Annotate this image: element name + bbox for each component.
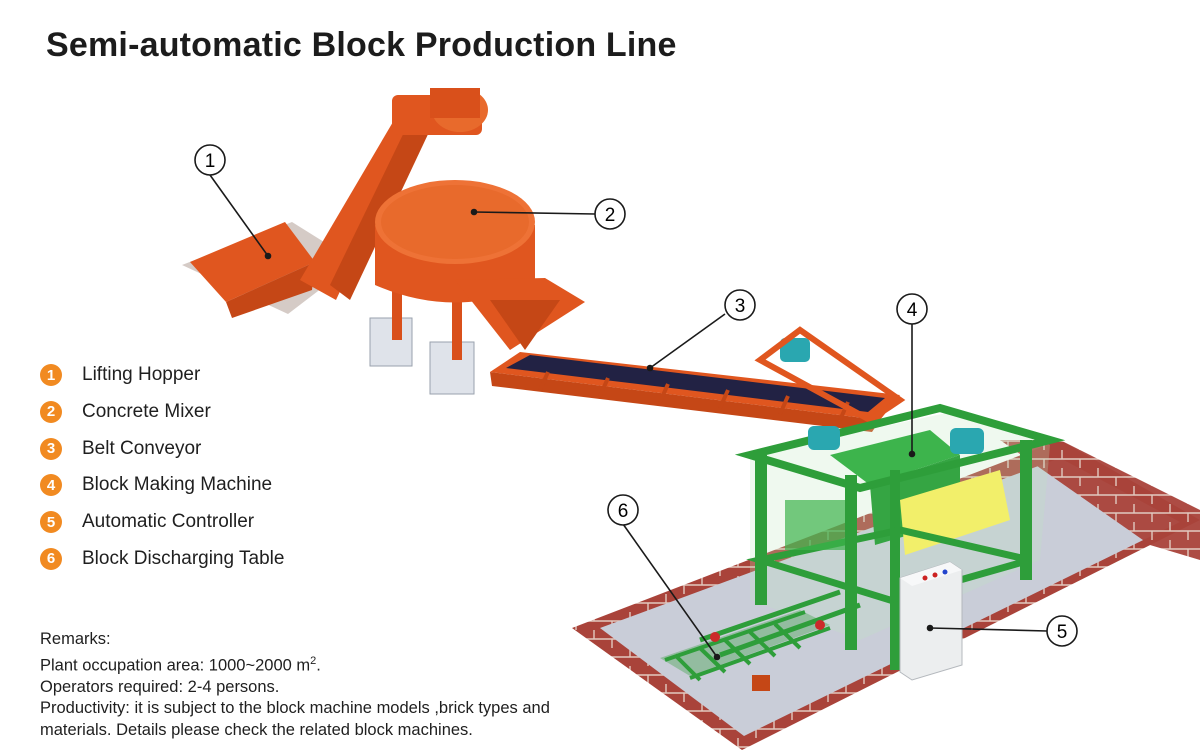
callout-6: 6 — [607, 494, 639, 526]
callout-markers: 1 2 3 4 5 6 — [194, 144, 1078, 647]
callout-3-label: 3 — [735, 296, 746, 317]
callout-6-label: 6 — [618, 501, 629, 522]
legend-item: 4 Block Making Machine — [40, 473, 284, 497]
legend-label-5: Automatic Controller — [82, 511, 255, 533]
legend-item: 5 Automatic Controller — [40, 510, 284, 534]
legend-badge-5: 5 — [40, 511, 62, 534]
remarks-operators: Operators required: 2-4 persons. — [40, 677, 280, 696]
legend-badge-1: 1 — [40, 364, 62, 386]
legend-label-1: Lifting Hopper — [82, 364, 201, 385]
legend-label-2: Concrete Mixer — [82, 400, 211, 422]
legend-item: 1 Lifting Hopper — [40, 363, 284, 387]
remarks-productivity-2: materials. Details please check the rela… — [40, 720, 473, 739]
remarks-area: Plant occupation area: 1000~2000 m2. — [40, 651, 550, 677]
block-discharging-table — [660, 589, 861, 691]
remarks-area-end: . — [316, 656, 321, 674]
callout-1-label: 1 — [205, 151, 216, 172]
callouts — [209, 174, 1048, 661]
remarks: Remarks: Plant occupation area: 1000~200… — [40, 629, 550, 741]
legend-label-6: Block Discharging Table — [82, 547, 285, 569]
callout-4-label: 4 — [907, 300, 918, 321]
callout-1: 1 — [194, 144, 226, 176]
callout-5-label: 5 — [1057, 622, 1068, 643]
belt-conveyor — [490, 326, 906, 432]
legend-badge-2: 2 — [40, 400, 62, 423]
callout-2: 2 — [594, 198, 626, 230]
remarks-heading: Remarks: — [40, 630, 111, 648]
legend-item: 6 Block Discharging Table — [40, 547, 284, 571]
callout-3: 3 — [724, 289, 756, 321]
page-title: Semi-automatic Block Production Line — [46, 26, 677, 64]
concrete-mixer — [369, 180, 585, 395]
legend-badge-3: 3 — [40, 437, 62, 460]
legend-badge-4: 4 — [40, 474, 62, 497]
legend-badge-6: 6 — [40, 547, 62, 570]
remarks-area-superscript: 2 — [310, 654, 317, 667]
callout-4: 4 — [896, 293, 928, 325]
remarks-area-text: Plant occupation area: 1000~2000 m — [40, 656, 311, 674]
block-making-machine — [734, 403, 1066, 670]
legend-item: 3 Belt Conveyor — [40, 437, 284, 461]
legend-item: 2 Concrete Mixer — [40, 400, 284, 424]
callout-5: 5 — [1046, 615, 1078, 647]
legend: 1 Lifting Hopper 2 Concrete Mixer 3 Belt… — [40, 363, 284, 584]
callout-2-label: 2 — [605, 205, 616, 226]
remarks-productivity-1: Productivity: it is subject to the block… — [40, 699, 550, 717]
legend-label-4: Block Making Machine — [82, 474, 273, 496]
automatic-controller — [899, 561, 963, 681]
legend-label-3: Belt Conveyor — [82, 437, 202, 459]
